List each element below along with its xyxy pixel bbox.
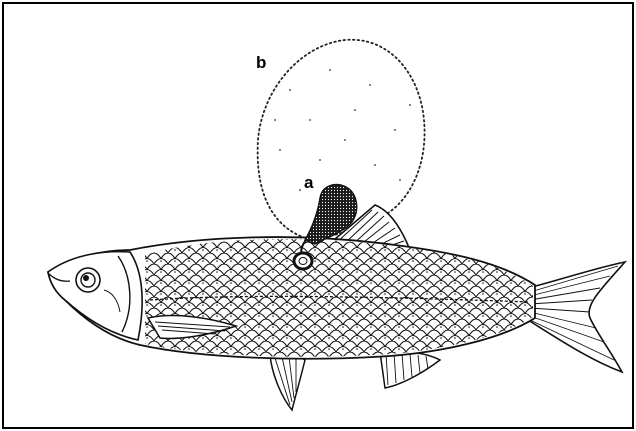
- label-b: b: [256, 53, 266, 72]
- label-a: a: [304, 173, 314, 192]
- fish-eye: [76, 268, 100, 292]
- attachment-ring: [294, 253, 312, 269]
